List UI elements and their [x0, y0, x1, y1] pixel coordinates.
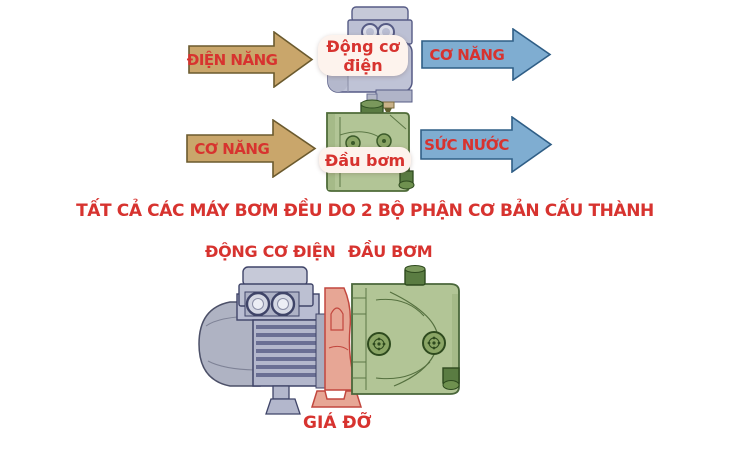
motor-section — [198, 266, 326, 415]
right-arrow-icon — [186, 119, 317, 178]
pump-head-icon — [326, 93, 415, 192]
pump-head-label: Đầu bơm — [324, 150, 406, 170]
pump-assembly-icon — [198, 265, 460, 415]
component-label-motor: Động cơ điện — [318, 35, 408, 76]
arrow-input-electric-energy: ĐIỆN NĂNG — [186, 31, 314, 88]
component-label-pump-head: Đầu bơm — [319, 147, 411, 173]
right-arrow-icon — [188, 31, 314, 88]
motor-label-line2: điện — [343, 55, 383, 75]
part-label-pump-head: ĐẦU BƠM — [348, 242, 433, 261]
arrow-output-water-power: SỨC NƯỚC — [420, 116, 553, 173]
arrow-input-mechanical-energy: CƠ NĂNG — [186, 119, 317, 178]
arrow-output-mechanical-energy: CƠ NĂNG — [421, 28, 552, 81]
arrow-label-co-nang-2: CƠ NĂNG — [194, 139, 270, 158]
right-arrow-icon — [420, 116, 553, 173]
arrow-label-suc-nuoc: SỨC NƯỚC — [424, 135, 509, 154]
part-label-motor: ĐỘNG CƠ ĐIỆN — [205, 242, 336, 261]
pump-head-section — [351, 265, 460, 395]
part-label-stand: GIÁ ĐỠ — [303, 413, 372, 433]
arrow-label-co-nang: CƠ NĂNG — [429, 45, 505, 64]
arrow-label-dien-nang: ĐIỆN NĂNG — [186, 50, 278, 69]
headline-text: TẤT CẢ CÁC MÁY BƠM ĐỀU DO 2 BỘ PHẬN CƠ B… — [76, 201, 654, 221]
right-arrow-icon — [421, 28, 552, 81]
motor-label-line1: Động cơ — [326, 36, 400, 56]
